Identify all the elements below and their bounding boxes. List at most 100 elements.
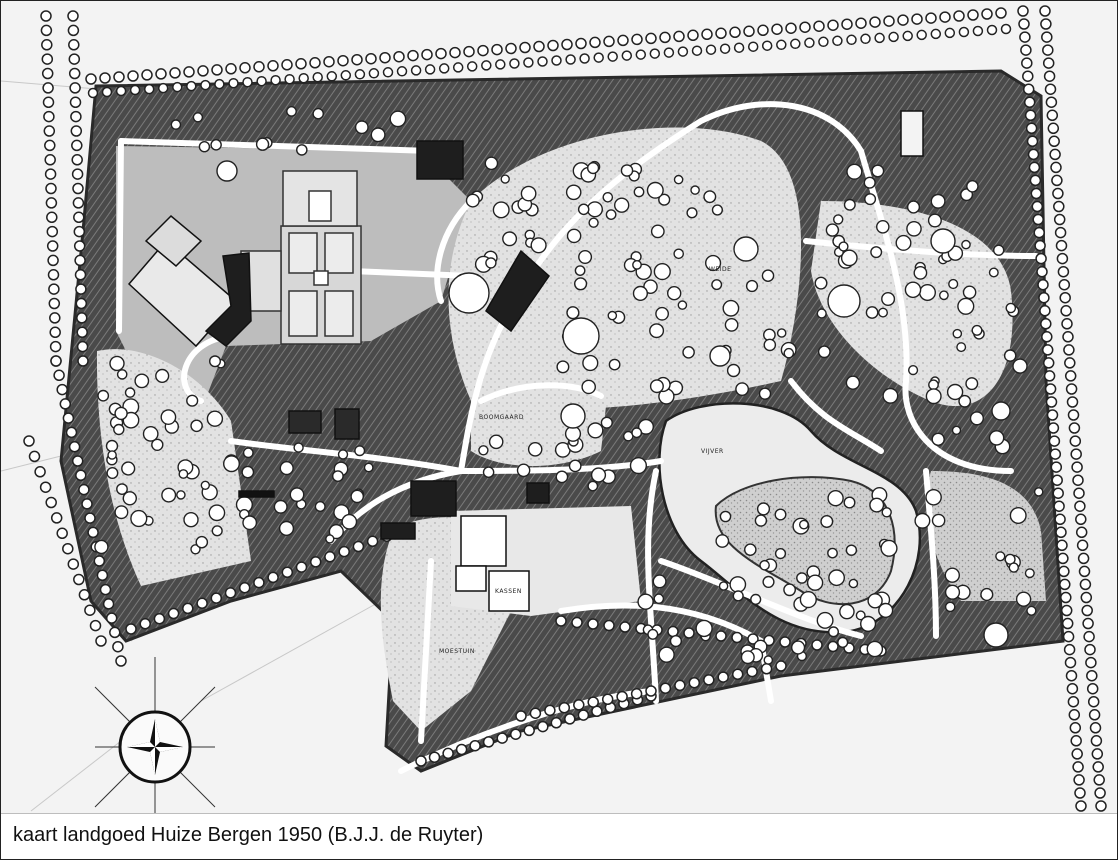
tree — [888, 31, 899, 43]
tree — [1082, 617, 1094, 630]
tree — [448, 272, 490, 314]
tree — [161, 487, 177, 503]
tree — [669, 634, 683, 648]
tree — [1074, 787, 1086, 799]
tree — [1033, 487, 1044, 497]
tree — [1071, 461, 1083, 473]
tree — [1031, 200, 1044, 213]
tree — [750, 593, 762, 606]
tree — [74, 269, 87, 281]
tree — [760, 663, 773, 675]
tree — [500, 174, 510, 184]
tree — [1046, 109, 1059, 122]
tree — [1027, 148, 1040, 161]
tree — [556, 360, 570, 374]
tree — [463, 45, 475, 58]
tree — [799, 519, 809, 530]
tree — [1024, 568, 1035, 579]
tree — [565, 54, 576, 65]
tree — [56, 383, 68, 396]
tree — [389, 110, 407, 128]
tree — [715, 534, 730, 548]
tree — [113, 423, 125, 436]
tree — [1070, 448, 1082, 460]
tree — [647, 628, 659, 640]
tree — [46, 211, 58, 224]
tree — [806, 574, 824, 591]
tree — [505, 42, 517, 55]
tree — [902, 30, 913, 42]
tree — [295, 144, 308, 156]
tree — [944, 27, 956, 39]
tree — [1045, 96, 1058, 108]
tree — [883, 15, 895, 27]
tree — [677, 300, 688, 310]
tree — [1048, 435, 1061, 447]
tree — [106, 467, 119, 480]
tree — [496, 732, 508, 744]
tree — [239, 62, 251, 74]
tree — [988, 267, 999, 278]
tree — [925, 488, 942, 506]
tree — [914, 512, 931, 529]
tree — [602, 191, 614, 203]
tree — [1084, 643, 1096, 656]
tree — [324, 551, 336, 563]
tree — [331, 470, 344, 482]
tree — [354, 445, 366, 457]
tree — [876, 219, 890, 234]
tree — [286, 106, 297, 117]
tree — [931, 432, 945, 446]
tree — [41, 39, 53, 51]
tree — [581, 379, 597, 395]
tree — [1026, 135, 1039, 148]
tree — [116, 369, 128, 380]
tree — [523, 724, 535, 737]
tree — [295, 561, 308, 573]
tree — [1043, 370, 1056, 382]
tree — [72, 182, 84, 195]
tree — [818, 36, 829, 48]
tree — [827, 490, 844, 507]
tree — [1029, 174, 1042, 187]
tree — [139, 618, 151, 630]
tree — [76, 340, 89, 353]
tree — [600, 416, 613, 429]
tree — [645, 32, 657, 45]
label-meadow: WEIDE — [709, 266, 731, 273]
tree — [1056, 252, 1069, 265]
tree — [1056, 539, 1068, 552]
tree — [78, 483, 90, 496]
tree — [238, 581, 251, 594]
tree — [1065, 383, 1078, 395]
tree — [1095, 800, 1107, 812]
tree — [845, 375, 861, 390]
tree — [558, 701, 571, 714]
tree — [196, 597, 208, 609]
tree — [811, 639, 823, 651]
tree — [1009, 507, 1027, 525]
tree — [482, 736, 495, 748]
tree — [703, 190, 717, 204]
tree — [1064, 370, 1077, 382]
tree — [761, 40, 773, 51]
tree — [81, 498, 93, 510]
tree — [711, 204, 724, 216]
tree — [1080, 591, 1093, 604]
tree — [42, 96, 55, 109]
building-farm — [410, 480, 457, 517]
tree — [281, 566, 294, 579]
tree — [102, 598, 115, 610]
tree — [790, 38, 801, 50]
tree — [1075, 800, 1087, 812]
tree — [827, 547, 838, 559]
tree — [1065, 669, 1078, 682]
tree — [516, 463, 531, 478]
tree — [78, 589, 91, 601]
tree — [650, 224, 665, 239]
tree — [183, 512, 199, 528]
tree — [726, 363, 741, 378]
tree — [667, 286, 682, 301]
tree — [646, 181, 664, 199]
